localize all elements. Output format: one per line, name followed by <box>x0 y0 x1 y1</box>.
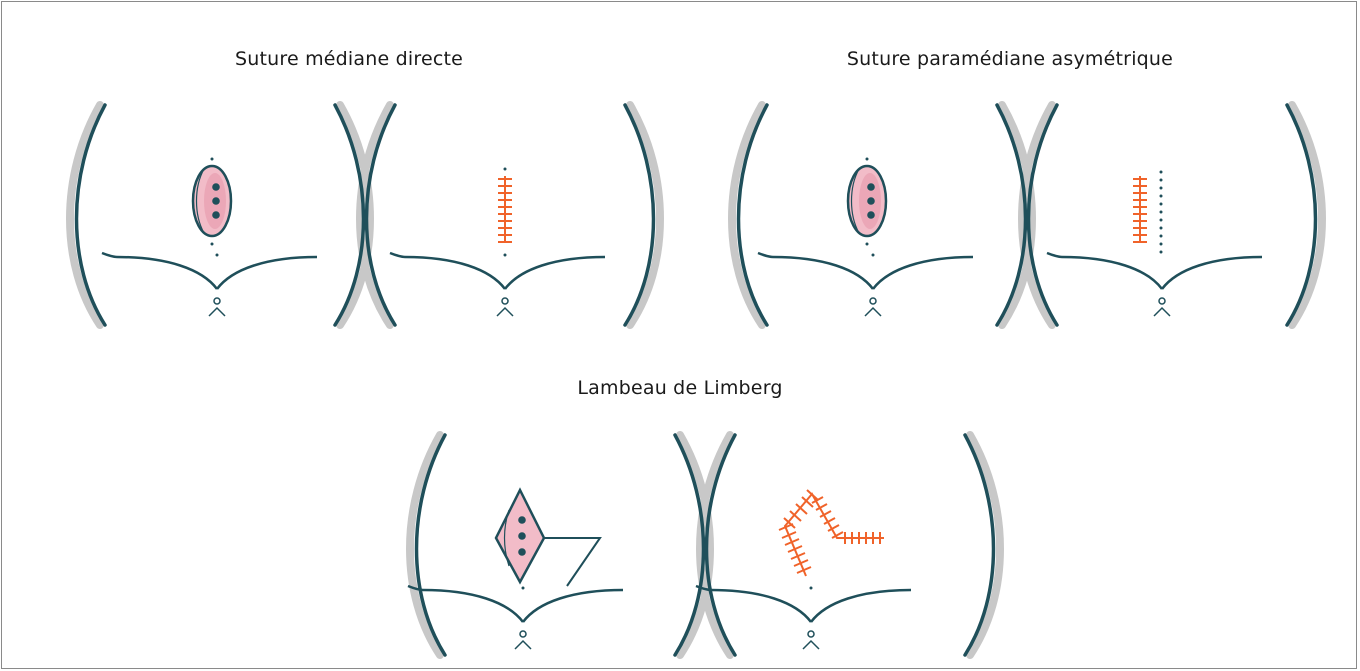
panel-direct-preop <box>102 158 317 317</box>
panel-asym-preop <box>758 158 973 317</box>
wound-ellipse <box>848 158 886 246</box>
panel-limberg-preop <box>408 490 623 649</box>
panel-direct-postop <box>390 168 605 317</box>
panel-pair-direct <box>70 105 660 325</box>
panel-pair-asym <box>732 105 1322 325</box>
panel-asym-postop <box>1047 171 1262 317</box>
flap-incision <box>544 538 600 586</box>
panel-limberg-postop <box>696 490 911 649</box>
suture-stitches <box>779 490 880 573</box>
wound-ellipse <box>193 158 231 246</box>
suture-line <box>498 176 512 242</box>
suture-line <box>1133 176 1147 242</box>
midline-dots <box>1160 171 1163 254</box>
